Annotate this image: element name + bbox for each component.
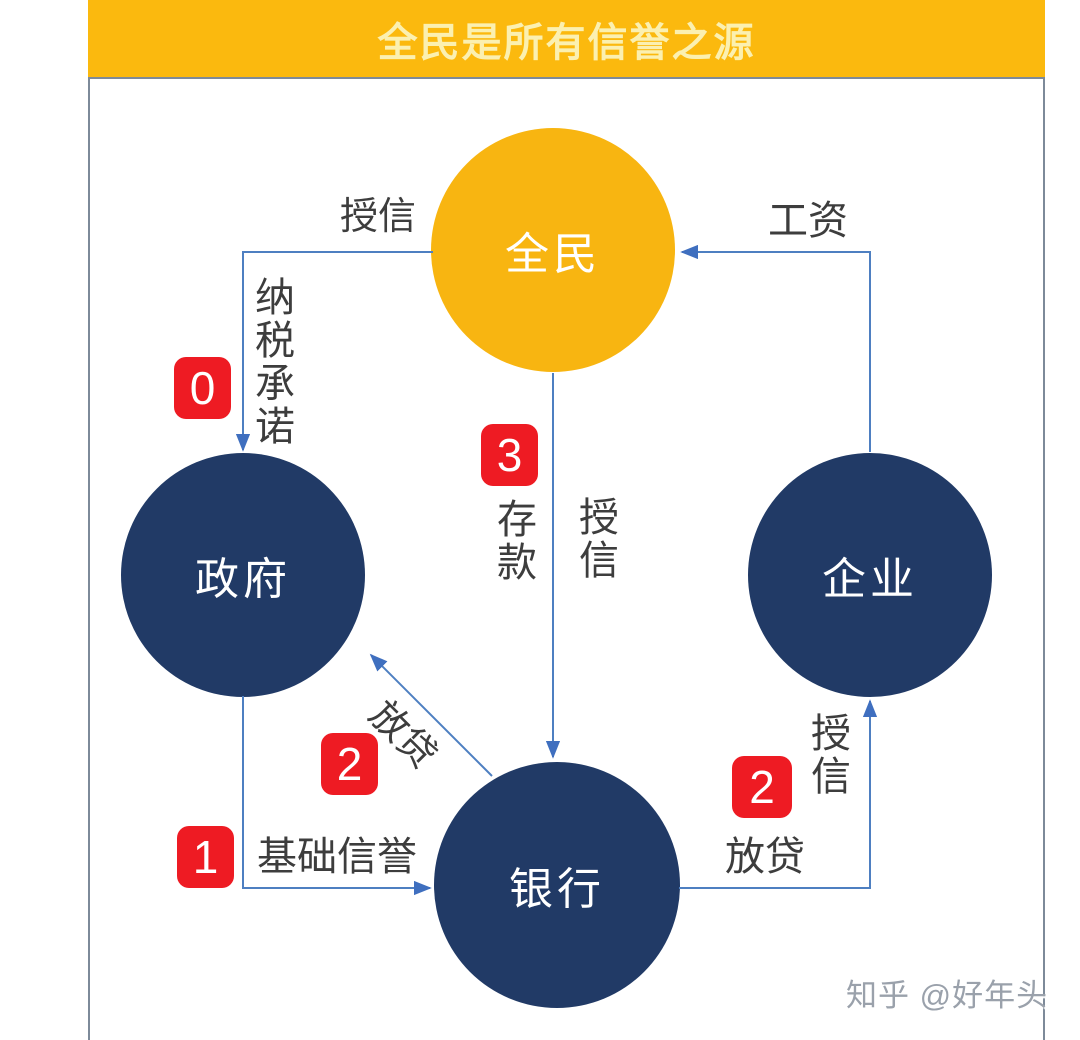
node-zhengfu: 政府: [121, 453, 365, 697]
node-yinhang: 银行: [434, 762, 680, 1008]
edge-label-shouxin-top: 授信: [340, 196, 417, 238]
node-quanmin: 全民: [431, 128, 675, 372]
edge-label-shouxin-right: 授信: [805, 712, 849, 798]
page-title: 全民是所有信誉之源: [377, 20, 756, 65]
step-badge-2-left: 2: [321, 733, 378, 795]
diagram-frame: [88, 77, 1045, 1040]
step-badge-2-right: 2: [732, 756, 792, 818]
title-banner: 全民是所有信誉之源: [88, 0, 1045, 77]
step-badge-3: 3: [481, 424, 538, 486]
edge-label-shouxin-center: 授信: [573, 496, 617, 582]
edge-label-gongzi: 工资: [768, 199, 848, 243]
watermark: 知乎 @好年头: [846, 978, 1049, 1013]
edge-label-nashui-chengnuo: 纳税承诺: [249, 276, 293, 448]
node-yinhang-label: 银行: [509, 865, 605, 914]
node-qiye: 企业: [748, 453, 992, 697]
node-qiye-label: 企业: [822, 555, 918, 604]
node-quanmin-label: 全民: [505, 230, 601, 279]
step-badge-1: 1: [177, 826, 234, 888]
edge-label-fangdai-right: 放贷: [725, 835, 805, 879]
step-badge-0: 0: [174, 357, 231, 419]
edge-label-jichu-xinyu: 基础信誉: [257, 835, 417, 879]
node-zhengfu-label: 政府: [195, 555, 291, 604]
edge-label-cunkuan: 存款: [491, 498, 535, 584]
